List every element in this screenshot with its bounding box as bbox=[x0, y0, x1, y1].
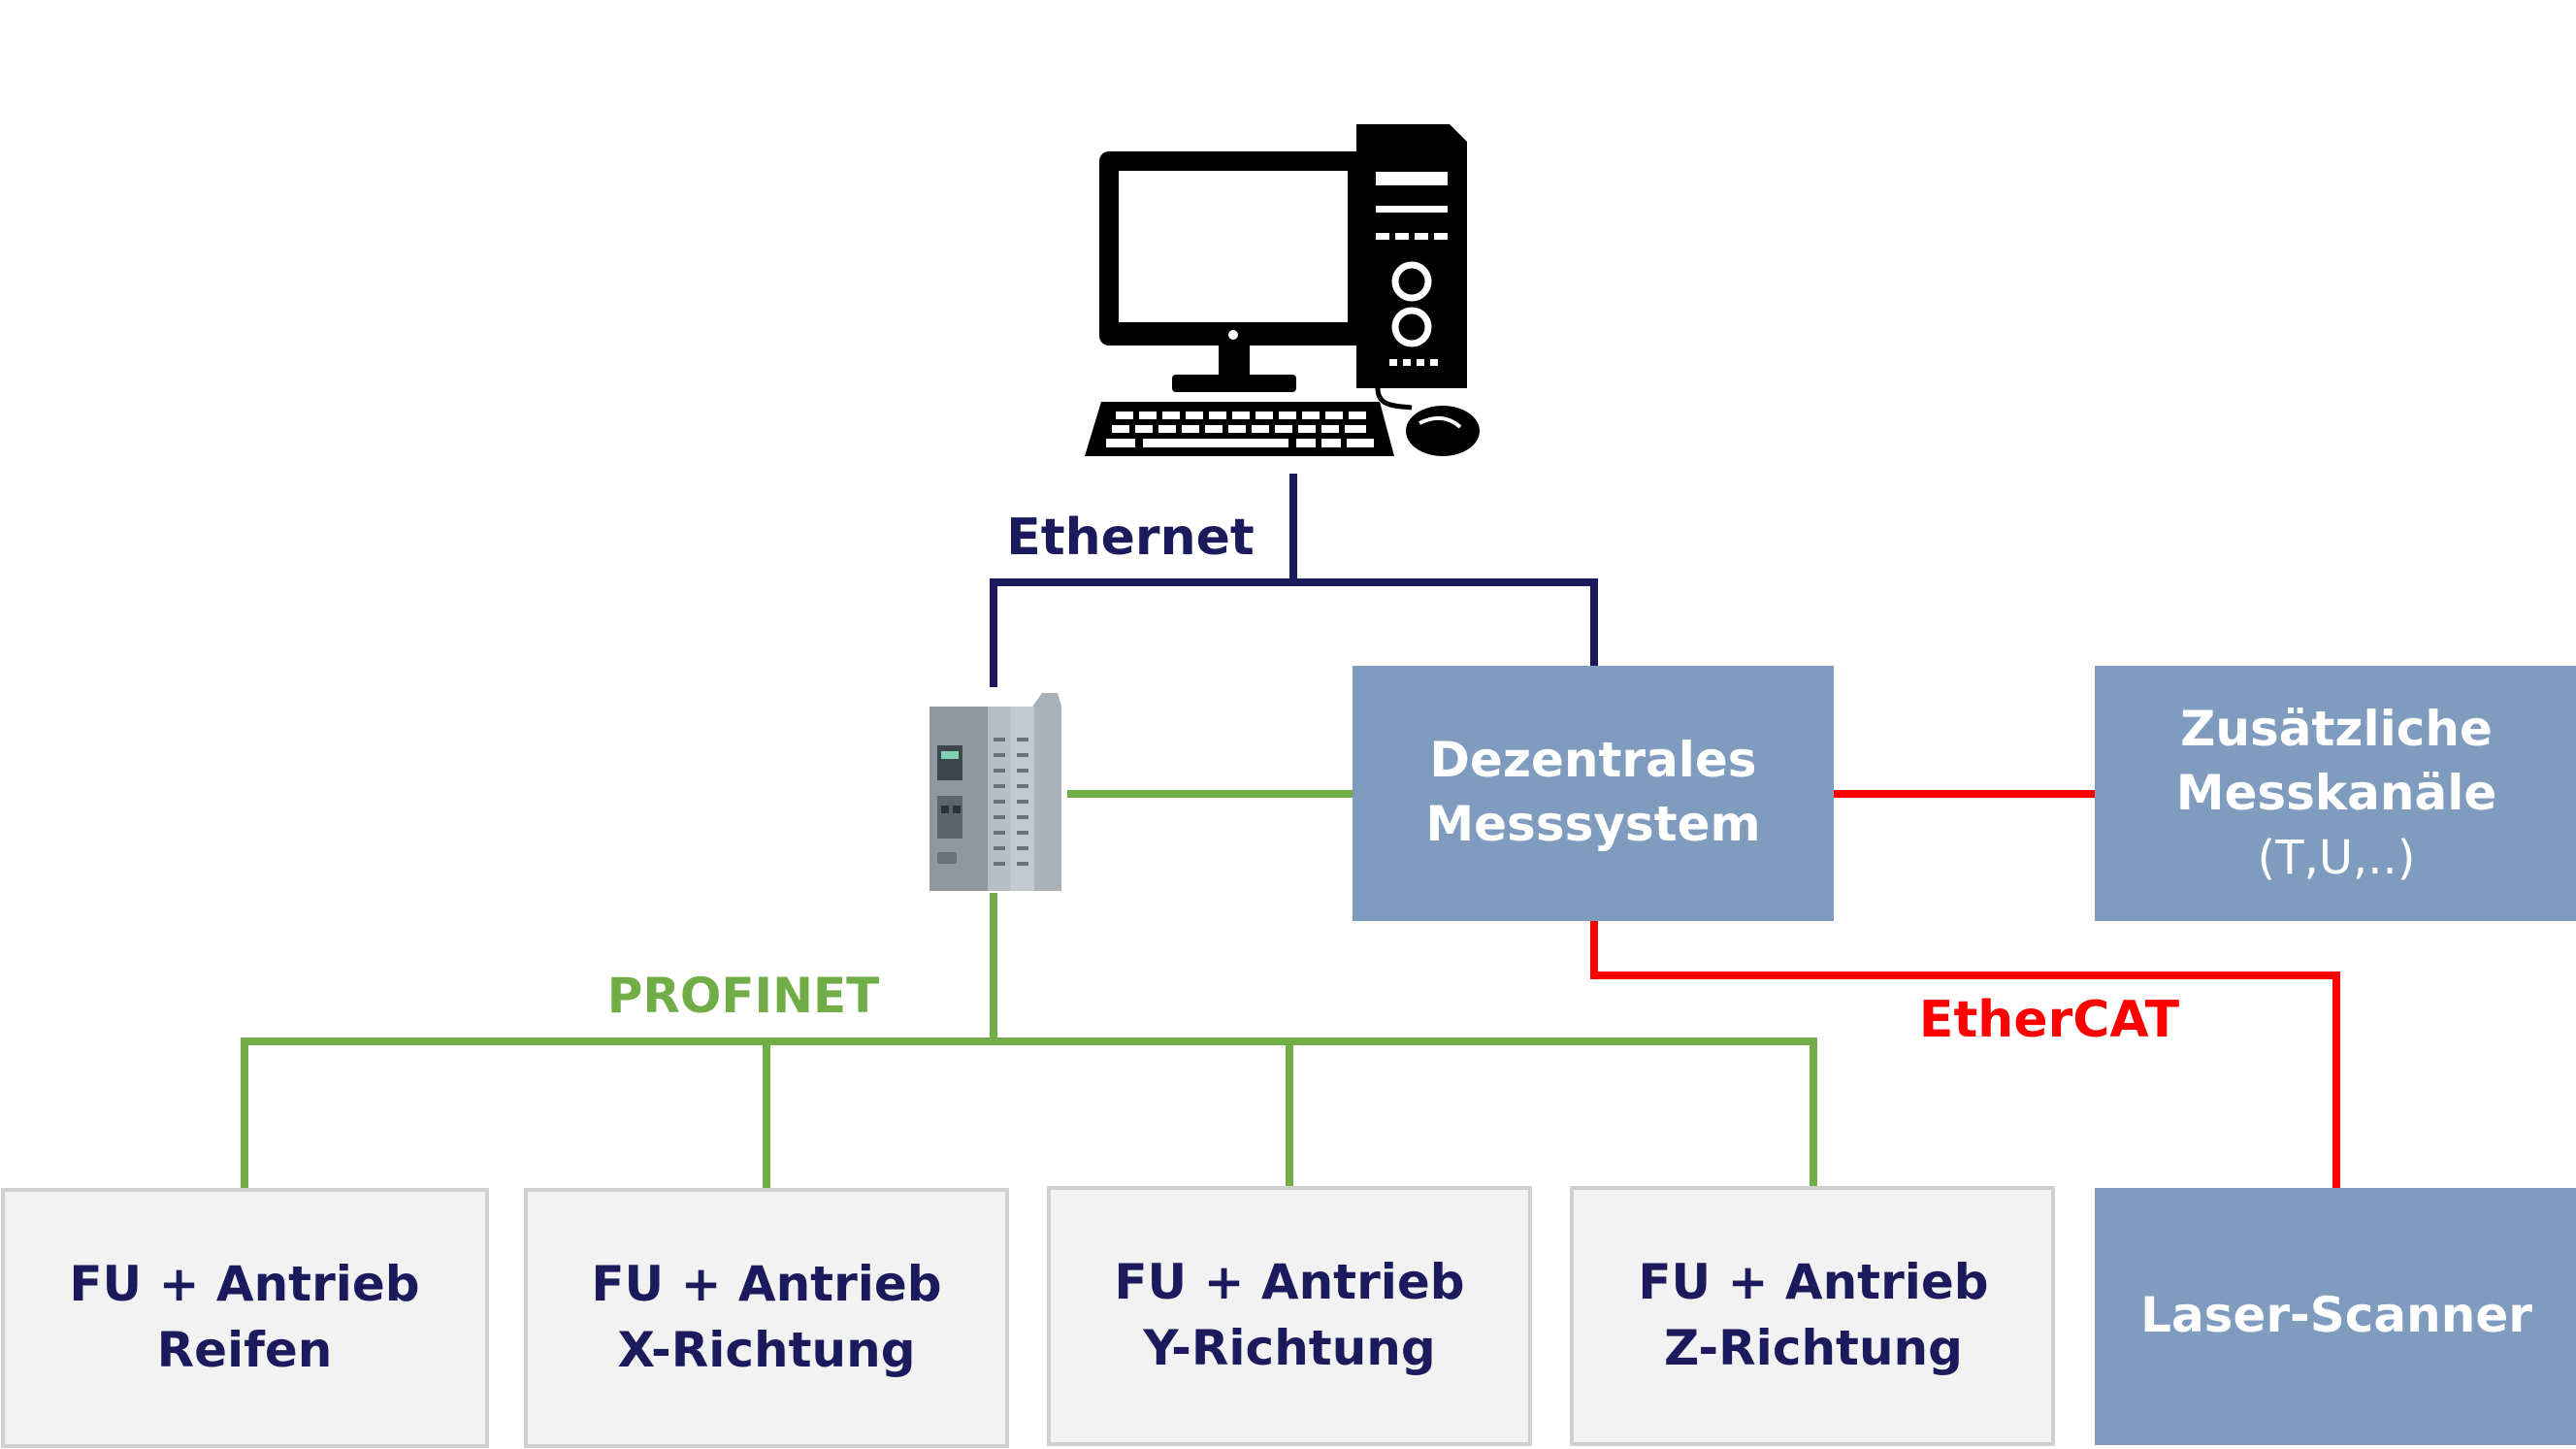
messsystem-line1: Dezentrales bbox=[1429, 732, 1756, 788]
fu-x-line1: FU + Antrieb bbox=[591, 1256, 941, 1312]
messkanaele-line1: Zusätzliche bbox=[2180, 701, 2493, 757]
desktop-computer-icon bbox=[1085, 124, 1480, 456]
ethercat-label: EtherCAT bbox=[1919, 991, 2180, 1049]
ethernet-label: Ethernet bbox=[1006, 509, 1254, 567]
messsystem-line2: Messsystem bbox=[1425, 796, 1760, 852]
profinet-lines bbox=[241, 790, 1817, 1188]
fu-x-box: FU + Antrieb X-Richtung bbox=[524, 1188, 1009, 1448]
fu-reifen-line2: Reifen bbox=[157, 1322, 333, 1378]
fu-y-line2: Y-Richtung bbox=[1142, 1320, 1435, 1376]
fu-z-line2: Z-Richtung bbox=[1664, 1320, 1963, 1376]
fu-reifen-line1: FU + Antrieb bbox=[69, 1256, 419, 1312]
fu-x-line2: X-Richtung bbox=[618, 1322, 916, 1378]
fu-reifen-box: FU + Antrieb Reifen bbox=[1, 1188, 489, 1448]
messsystem-box: Dezentrales Messsystem bbox=[1353, 666, 1834, 921]
plc-controller-icon bbox=[929, 693, 1065, 893]
fu-z-box: FU + Antrieb Z-Richtung bbox=[1570, 1186, 2055, 1446]
fu-y-box: FU + Antrieb Y-Richtung bbox=[1047, 1186, 1532, 1446]
ethernet-lines bbox=[990, 474, 1598, 687]
laser-scanner-box: Laser-Scanner bbox=[2095, 1188, 2576, 1445]
fu-z-line1: FU + Antrieb bbox=[1638, 1254, 1988, 1310]
ethernet-line-branch bbox=[990, 578, 1598, 687]
profinet-label: PROFINET bbox=[607, 968, 880, 1024]
messkanaele-box: Zusätzliche Messkanäle (T,U,..) bbox=[2095, 666, 2576, 921]
ethercat-lines bbox=[1590, 790, 2340, 1188]
ethercat-line-to-laser bbox=[1590, 920, 2340, 1188]
messkanaele-line3: (T,U,..) bbox=[2258, 831, 2416, 885]
laser-scanner-label: Laser-Scanner bbox=[2140, 1287, 2532, 1343]
profinet-line-bus bbox=[241, 1037, 1817, 1188]
fu-y-line1: FU + Antrieb bbox=[1114, 1254, 1464, 1310]
messkanaele-line2: Messkanäle bbox=[2176, 765, 2497, 821]
